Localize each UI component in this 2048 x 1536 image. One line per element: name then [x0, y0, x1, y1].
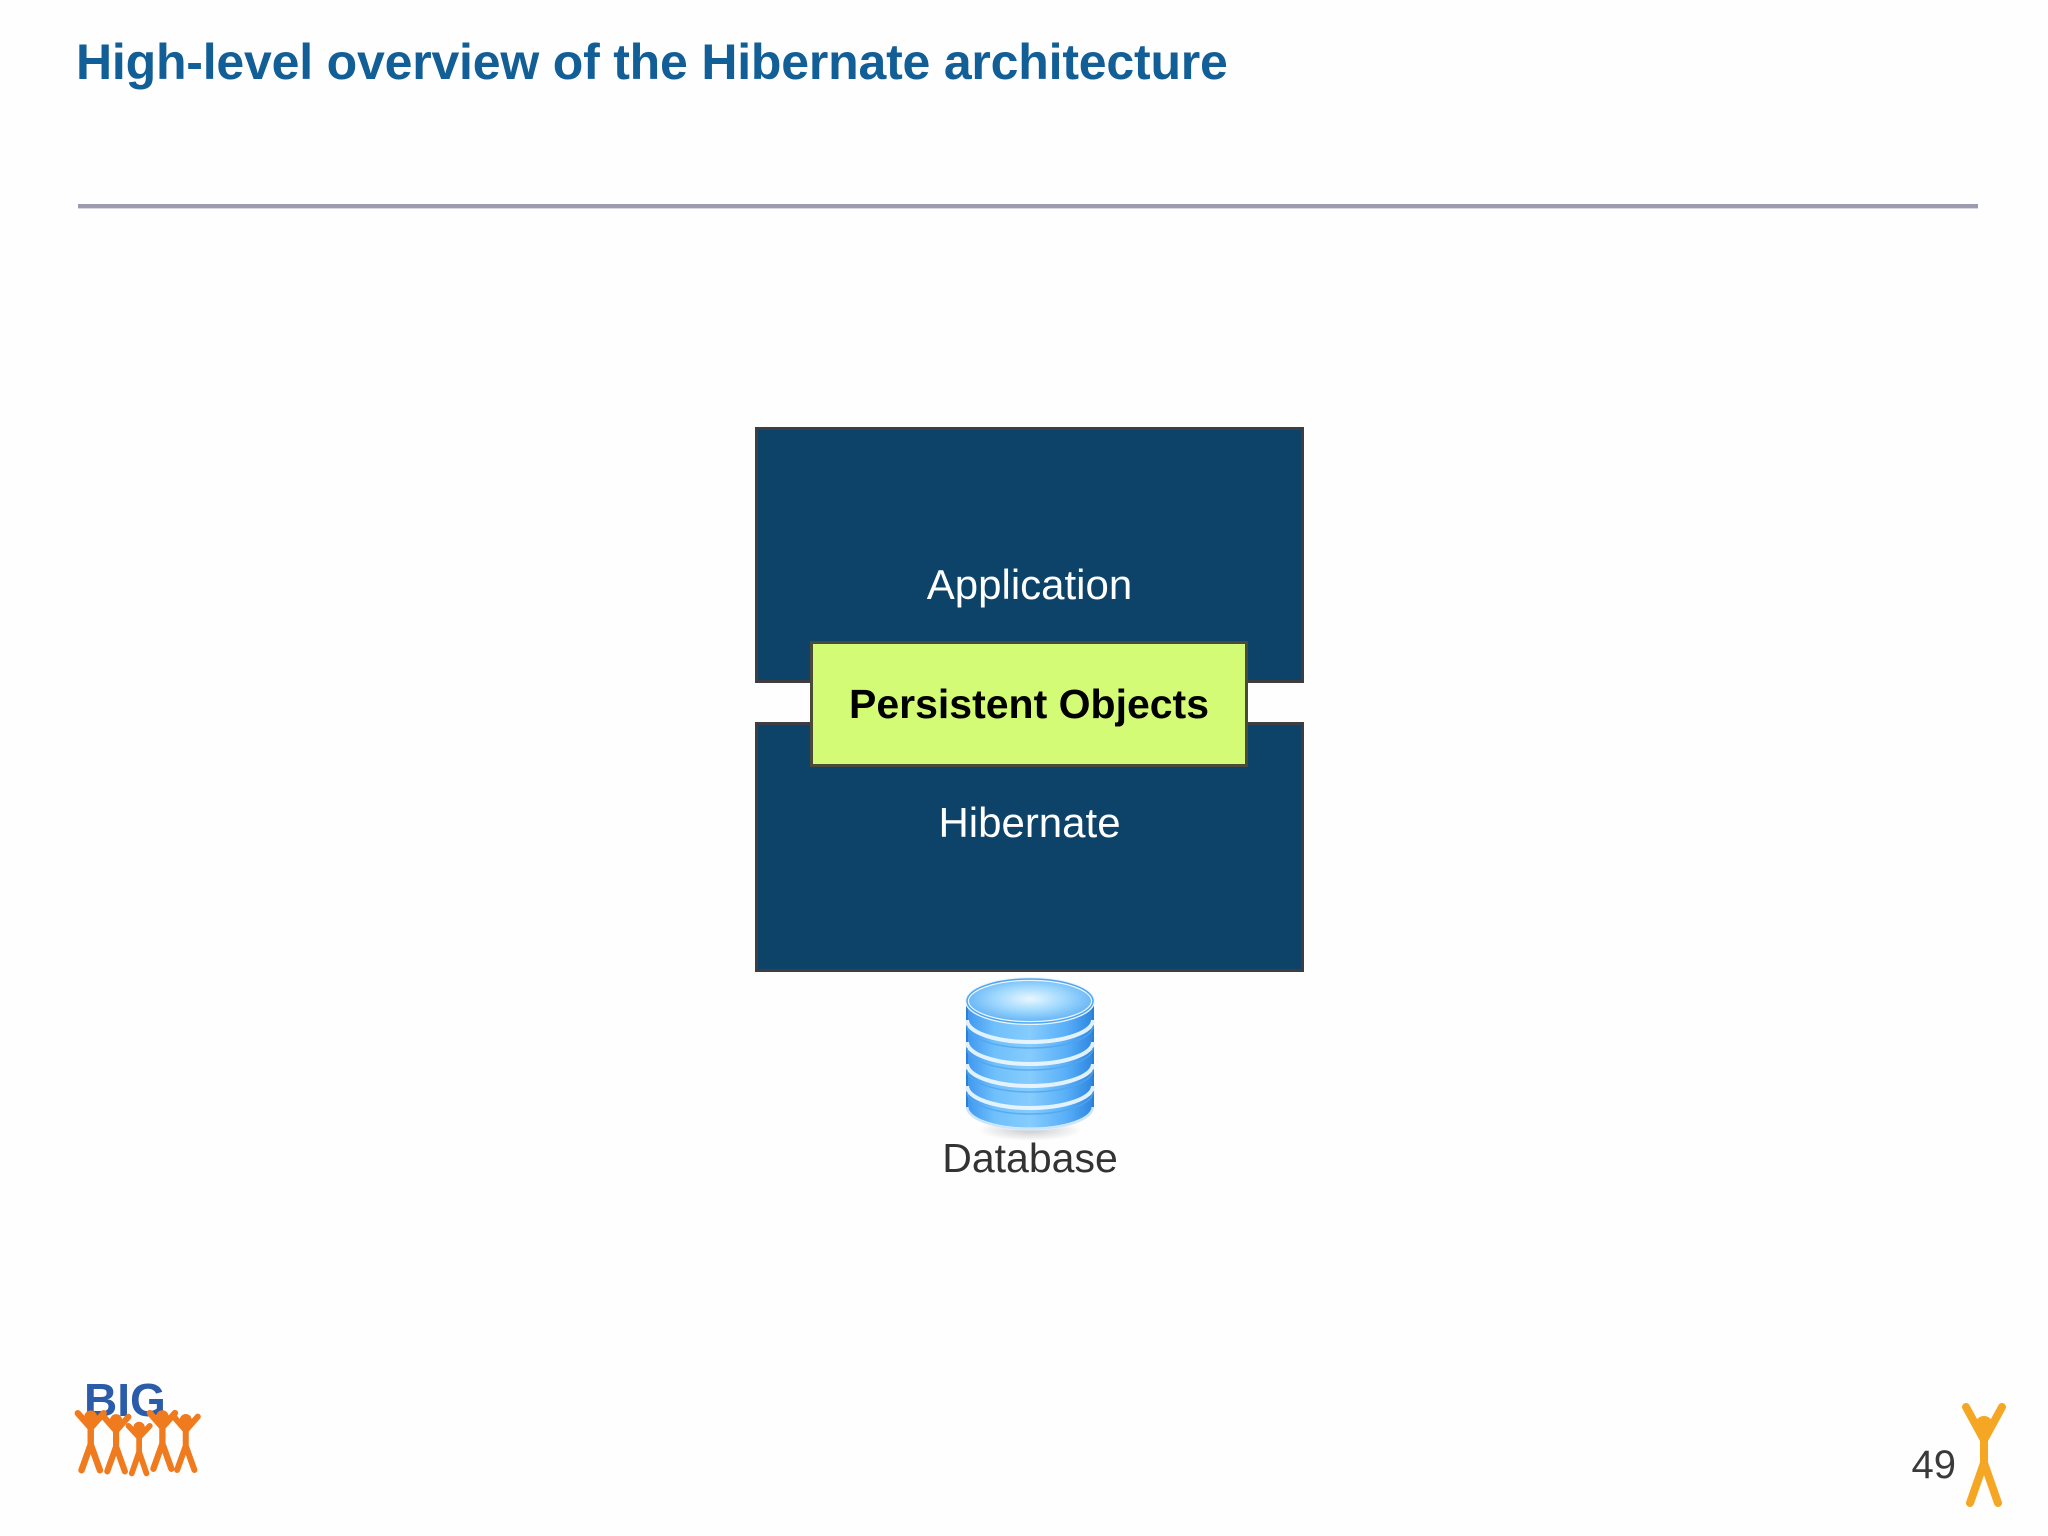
database-cylinder-icon — [965, 977, 1095, 1141]
layer-label-hibernate: Hibernate — [938, 799, 1121, 846]
big-logo-icon: BIG — [74, 1374, 201, 1477]
database-label: Database — [942, 1135, 1118, 1181]
layer-box-persistent-objects: Persistent Objects — [810, 641, 1248, 767]
big-logo-figures — [74, 1409, 201, 1477]
layer-label-persistent-objects: Persistent Objects — [848, 680, 1210, 727]
page-title: High-level overview of the Hibernate arc… — [76, 34, 1228, 90]
person-figure-icon — [1962, 1403, 2006, 1507]
layer-label-application: Application — [926, 561, 1133, 608]
database-group: Database — [942, 975, 1118, 1205]
layer-box-application: Application — [755, 427, 1304, 683]
title-divider — [78, 204, 1978, 209]
page-number: 49 — [1911, 1443, 1957, 1487]
page-footer: 49 — [1912, 1398, 2011, 1508]
big-logo: BIG — [70, 1372, 210, 1502]
